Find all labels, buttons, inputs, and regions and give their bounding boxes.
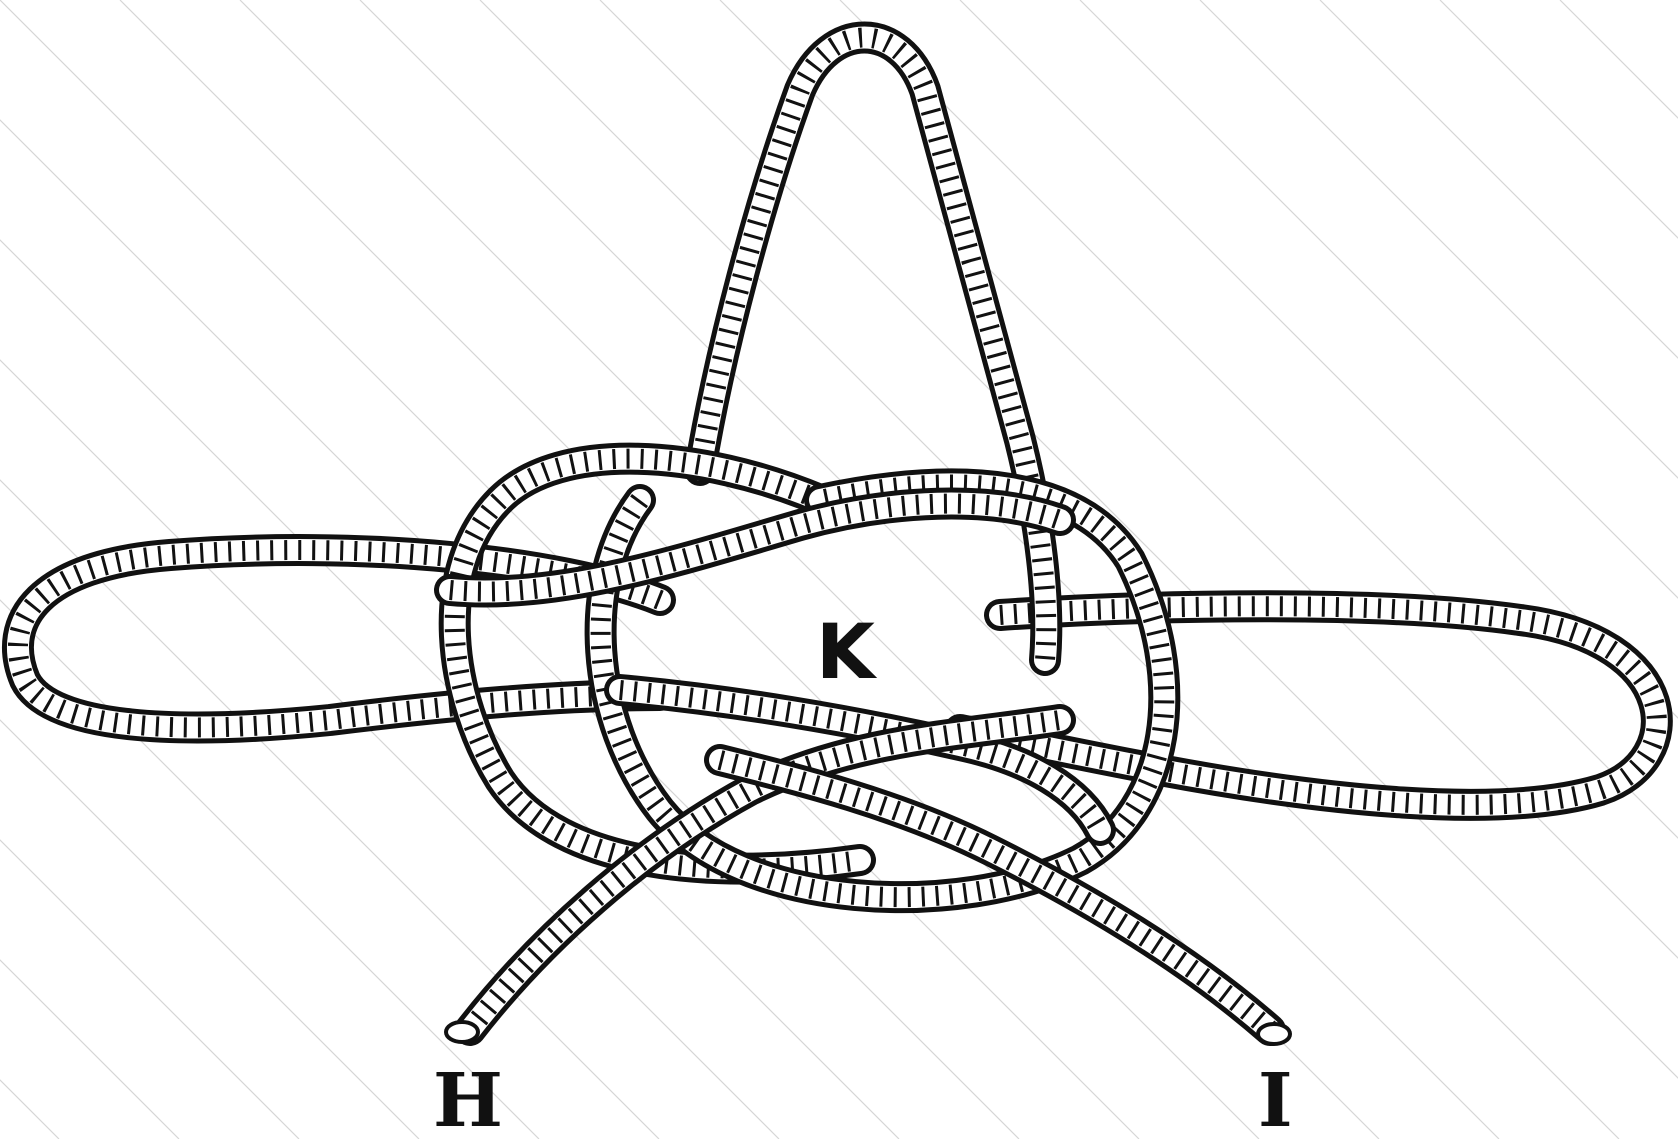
watermark-line [1200,0,1678,1139]
label-k: K [816,614,875,690]
rope-end-h [446,1022,478,1042]
label-h: H [433,1064,503,1138]
watermark-line [1560,0,1678,1139]
rope-strands [18,38,1657,1045]
watermark-line [1320,0,1678,1139]
rope-band-upper [450,504,1060,592]
watermark-line [840,0,1678,1139]
watermark-line [1440,0,1678,1139]
rope-body [700,38,1046,661]
watermark-line [960,0,1678,1139]
label-i: I [1258,1064,1293,1138]
rope-end-i [1258,1024,1290,1044]
rope-top-loop [700,38,1046,661]
